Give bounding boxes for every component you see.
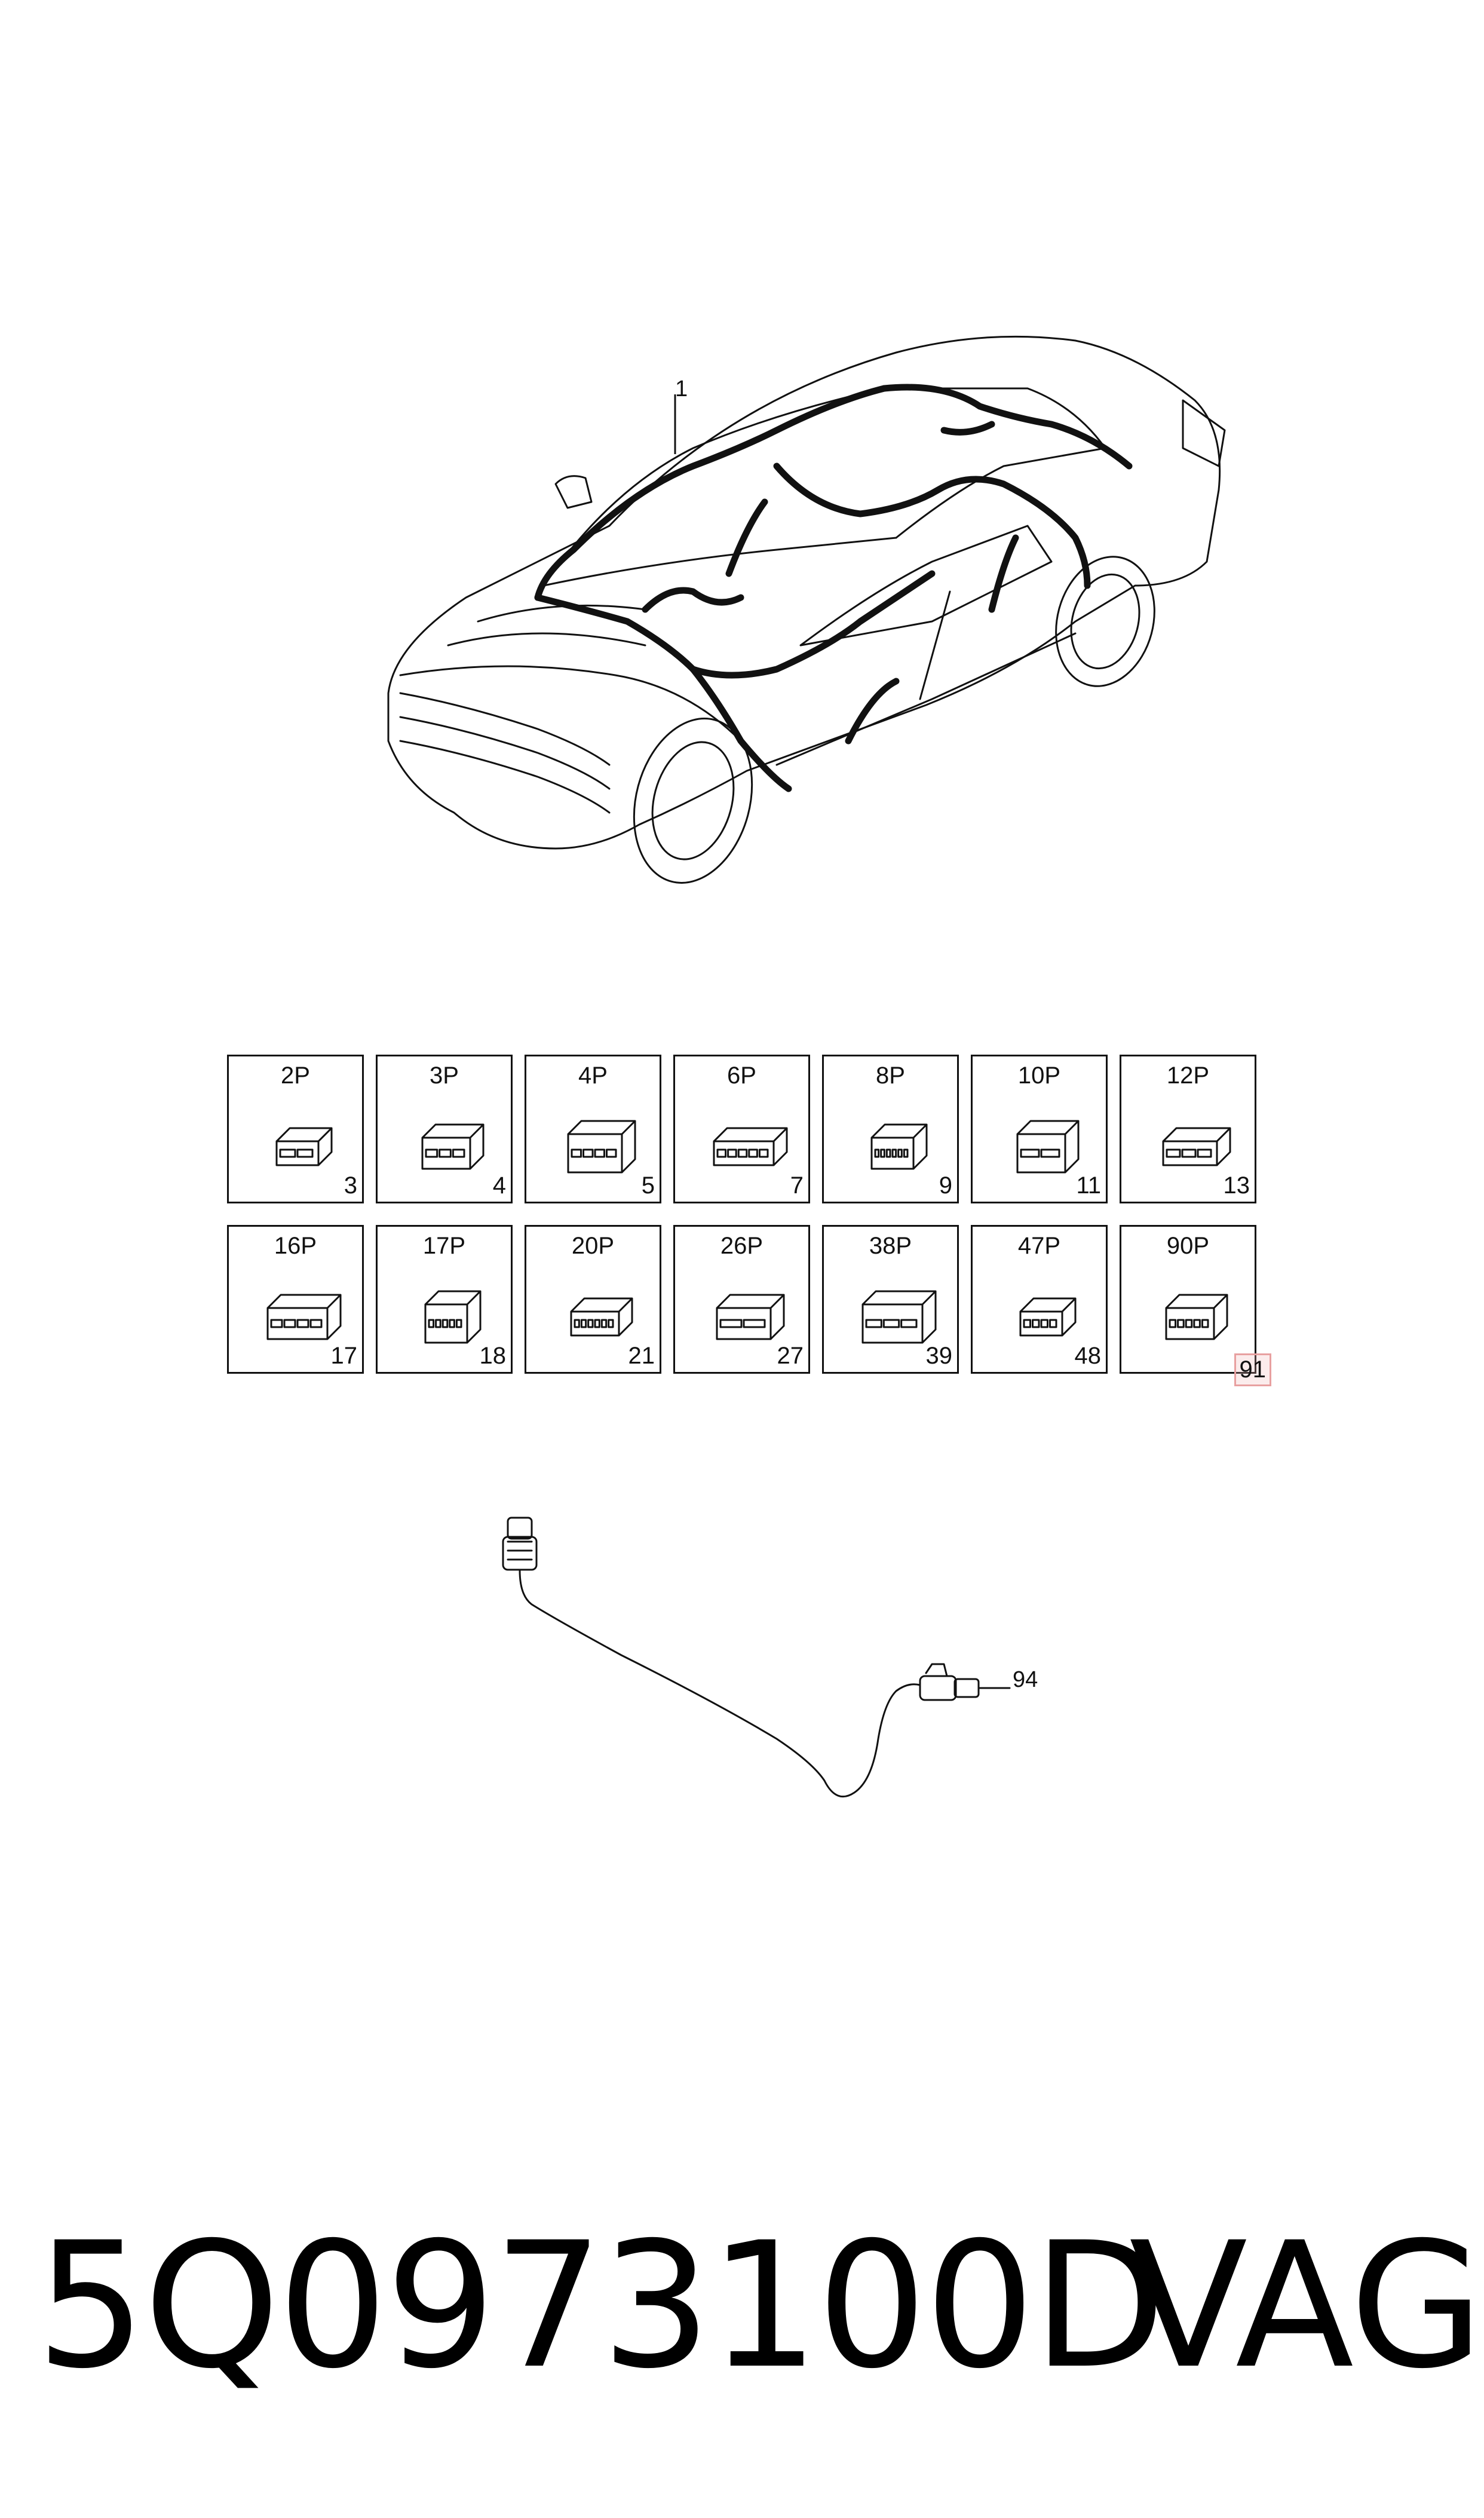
- sensor-cable-illustration: [502, 1517, 1011, 1798]
- connector-cell: 47P 48: [971, 1225, 1108, 1374]
- callout-label-harness: 1: [675, 376, 688, 402]
- connector-pin-count: 90P: [1166, 1233, 1210, 1259]
- car-wiring-harness-illustration: [387, 335, 1226, 884]
- connector-pin-count: 38P: [869, 1233, 912, 1259]
- connector-pin-count: 3P: [430, 1062, 459, 1089]
- connector-pin-count: 8P: [876, 1062, 905, 1089]
- connector-pin-count: 2P: [281, 1062, 310, 1089]
- connector-part-number: 7: [790, 1172, 804, 1199]
- connector-pin-count: 10P: [1017, 1062, 1061, 1089]
- connector-cell: 90P 91: [1120, 1225, 1271, 1386]
- connector-icon: [870, 1123, 928, 1170]
- connector-pin-count: 6P: [727, 1062, 756, 1089]
- connector-icon: [567, 1120, 636, 1174]
- connector-icon: [861, 1290, 937, 1344]
- connector-grid: 2P 3 3P 4 4P 5 6P 7 8P 9 10P 11 12P 13 16P 17 17P 18 20P 21…: [227, 1055, 1271, 1386]
- connector-icon: [1016, 1120, 1080, 1174]
- connector-part-number: 27: [777, 1343, 804, 1369]
- brand-label: VAG: [1129, 2205, 1484, 2407]
- connector-icon: [424, 1290, 482, 1344]
- connector-part-number: 39: [925, 1343, 953, 1369]
- connector-icon: [266, 1294, 342, 1340]
- connector-pin-count: 4P: [578, 1062, 608, 1089]
- connector-pin-count: 26P: [720, 1233, 764, 1259]
- connector-cell: 12P 13: [1120, 1055, 1256, 1203]
- connector-cell: 20P 21: [525, 1225, 661, 1374]
- connector-cell: 16P 17: [227, 1225, 364, 1374]
- connector-cell: 10P 11: [971, 1055, 1108, 1203]
- connector-part-number: 17: [330, 1343, 358, 1369]
- connector-pin-count: 12P: [1166, 1062, 1210, 1089]
- connector-icon: [713, 1127, 788, 1166]
- connector-icon: [1165, 1294, 1228, 1340]
- connector-part-number: 9: [939, 1172, 952, 1199]
- connector-icon: [1019, 1297, 1077, 1337]
- connector-part-number: 91: [1234, 1353, 1271, 1386]
- connector-part-number: 48: [1074, 1343, 1102, 1369]
- connector-icon: [716, 1294, 785, 1340]
- connector-cell: 6P 7: [673, 1055, 810, 1203]
- connector-cell: 26P 27: [673, 1225, 810, 1374]
- connector-pin-count: 17P: [422, 1233, 466, 1259]
- connector-pin-count: 47P: [1017, 1233, 1061, 1259]
- connector-pin-count: 16P: [274, 1233, 317, 1259]
- connector-part-number: 3: [344, 1172, 357, 1199]
- connector-cell: 38P 39: [822, 1225, 959, 1374]
- connector-part-number: 5: [641, 1172, 655, 1199]
- connector-cell: 8P 9: [822, 1055, 959, 1203]
- connector-icon: [1162, 1127, 1231, 1166]
- part-number: 5Q0973100D: [36, 2205, 1166, 2407]
- connector-cell: 17P 18: [376, 1225, 513, 1374]
- callout-label-sensor: 94: [1013, 1667, 1038, 1692]
- connector-part-number: 4: [492, 1172, 506, 1199]
- connector-cell: 3P 4: [376, 1055, 513, 1203]
- connector-icon: [421, 1123, 485, 1170]
- footer: 5Q0973100D VAG: [36, 2205, 1484, 2407]
- connector-part-number: 21: [628, 1343, 655, 1369]
- connector-part-number: 11: [1076, 1172, 1101, 1199]
- connector-cell: 2P 3: [227, 1055, 364, 1203]
- connector-pin-count: 20P: [571, 1233, 615, 1259]
- connector-icon: [275, 1127, 333, 1166]
- connector-part-number: 13: [1223, 1172, 1250, 1199]
- connector-cell: 4P 5: [525, 1055, 661, 1203]
- connector-part-number: 18: [479, 1343, 507, 1369]
- connector-icon: [570, 1297, 633, 1337]
